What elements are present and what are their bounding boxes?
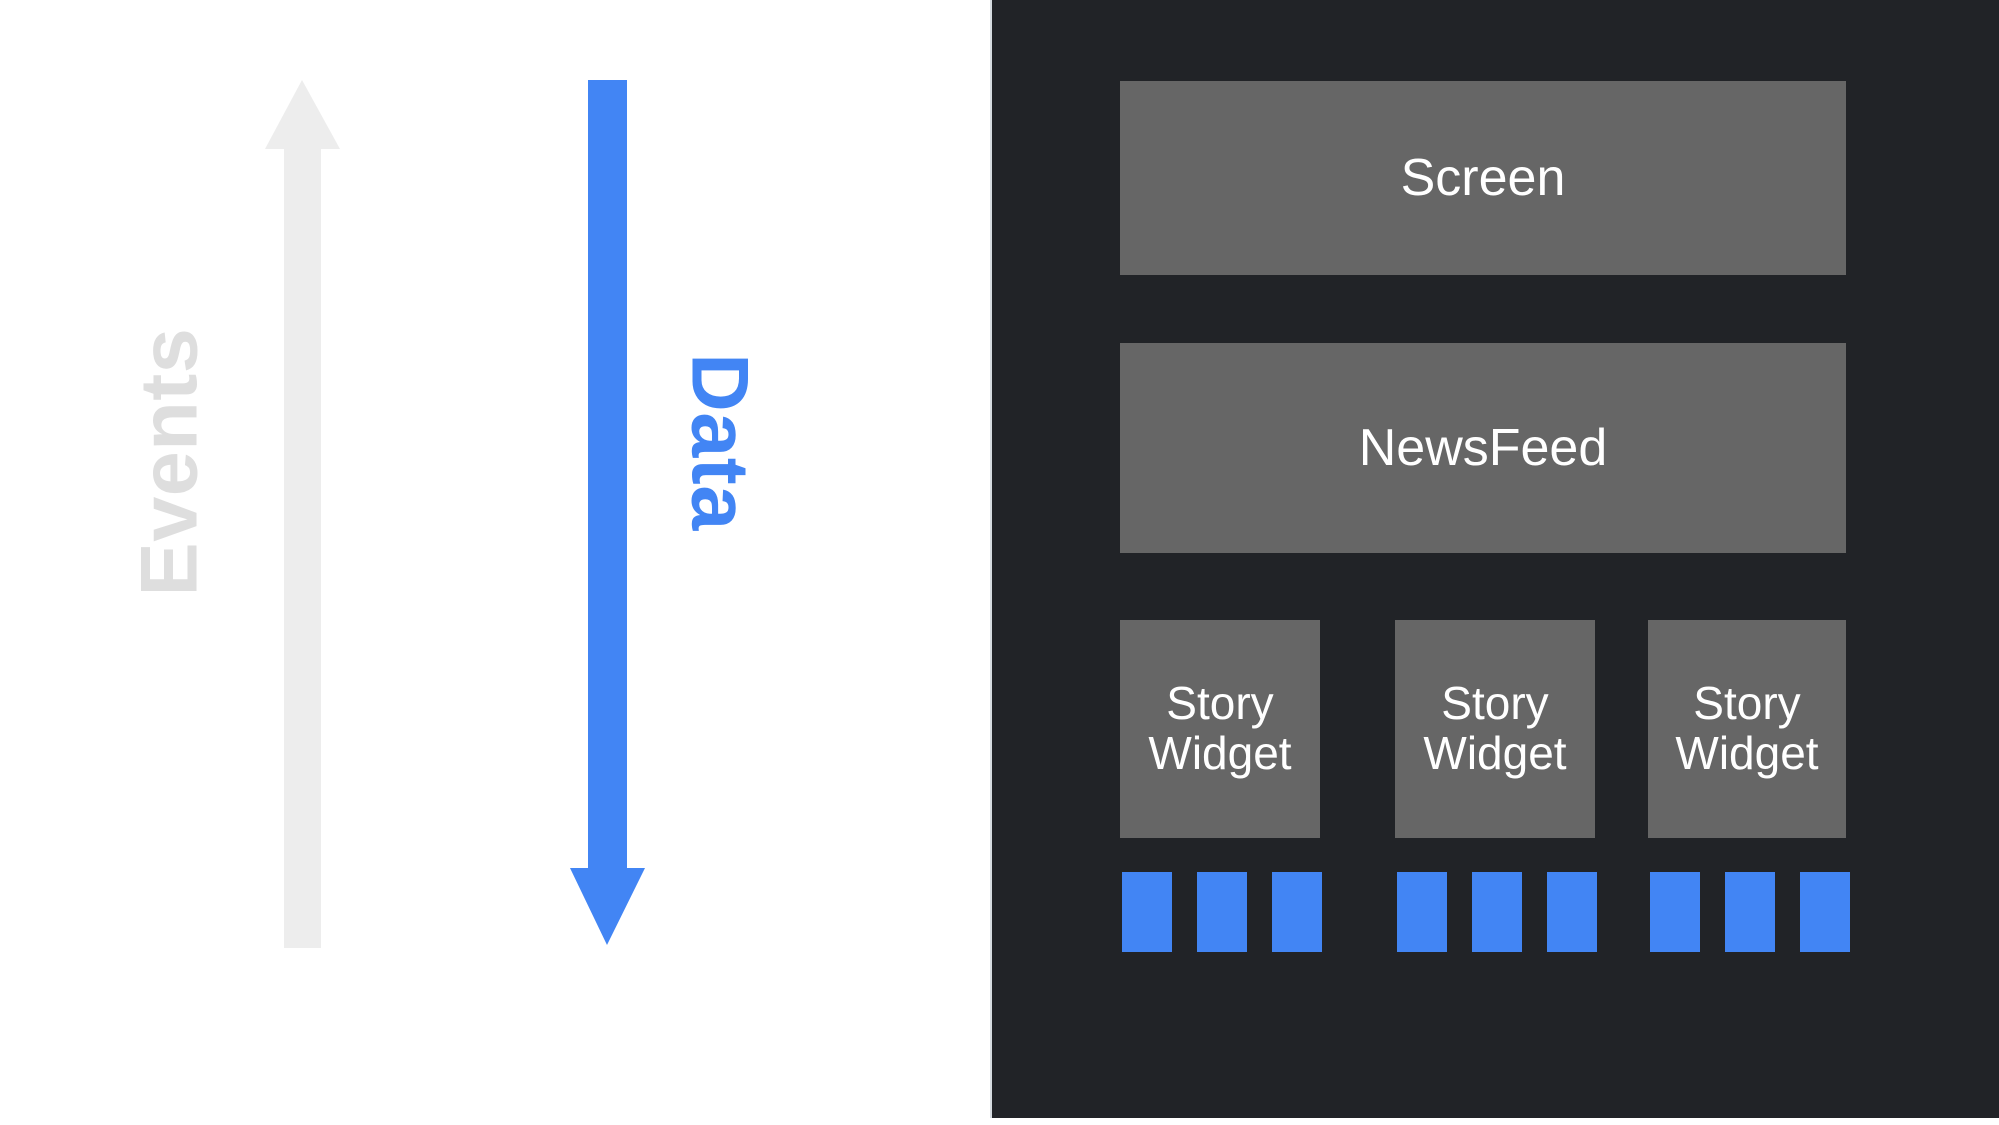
story-widget-label: Story Widget (1148, 677, 1292, 779)
leaf-node[interactable] (1800, 872, 1850, 952)
story-widget-label: Story Widget (1423, 677, 1567, 779)
data-flow-label: Data (674, 353, 765, 531)
story-widget-label-line1: Story (1441, 677, 1549, 730)
story-widget-label-line1: Story (1166, 677, 1274, 730)
leaf-node-group-2 (1397, 872, 1597, 952)
data-arrow-icon (570, 80, 645, 945)
events-arrow-icon (265, 80, 340, 948)
story-widget-label-line1: Story (1693, 677, 1801, 730)
leaf-node[interactable] (1725, 872, 1775, 952)
story-widget-label-line2: Widget (1423, 727, 1567, 779)
component-box-story-widget-3[interactable]: Story Widget (1648, 620, 1846, 838)
component-box-story-widget-2[interactable]: Story Widget (1395, 620, 1595, 838)
leaf-node[interactable] (1547, 872, 1597, 952)
leaf-node[interactable] (1397, 872, 1447, 952)
events-flow-label: Events (124, 327, 215, 597)
leaf-node-group-3 (1650, 872, 1850, 952)
leaf-node-group-1 (1122, 872, 1322, 952)
component-box-story-widget-1[interactable]: Story Widget (1120, 620, 1320, 838)
story-widget-label-line2: Widget (1675, 727, 1819, 779)
leaf-node[interactable] (1650, 872, 1700, 952)
story-widget-label-line2: Widget (1148, 727, 1292, 779)
flow-legend-pane: Events Data (0, 0, 990, 1125)
leaf-node[interactable] (1122, 872, 1172, 952)
story-widget-label: Story Widget (1675, 677, 1819, 779)
component-tree-pane: Screen NewsFeed Story Widget Story Widge… (990, 0, 1999, 1118)
component-box-screen[interactable]: Screen (1120, 81, 1846, 275)
component-box-newsfeed[interactable]: NewsFeed (1120, 343, 1846, 553)
leaf-node[interactable] (1472, 872, 1522, 952)
leaf-node[interactable] (1197, 872, 1247, 952)
leaf-node[interactable] (1272, 872, 1322, 952)
